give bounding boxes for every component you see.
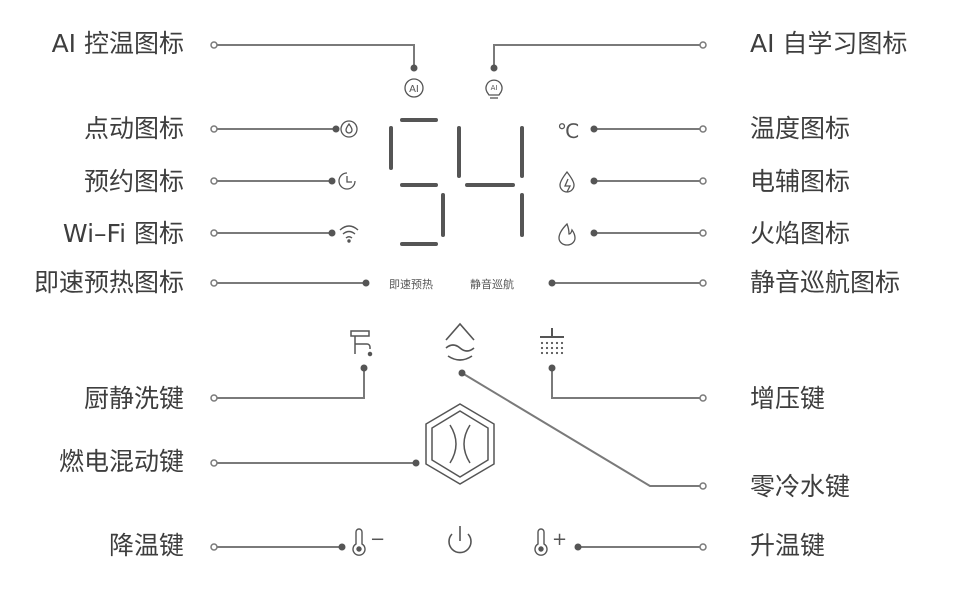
thermometer-minus-icon bbox=[352, 528, 366, 556]
instant-preheat-indicator: 即速预热 bbox=[389, 278, 433, 291]
silent-cruise-indicator: 静音巡航 bbox=[470, 278, 514, 291]
label-silent-cruise-icon: 静音巡航图标 bbox=[750, 268, 901, 297]
label-boost-key: 增压键 bbox=[750, 384, 826, 413]
clock-icon bbox=[338, 172, 356, 190]
label-hybrid-key: 燃电混动键 bbox=[58, 447, 184, 476]
water-drop-icon bbox=[445, 322, 475, 361]
label-ai-temp-icon: AI 控温图标 bbox=[51, 29, 184, 58]
leader-boost bbox=[551, 368, 700, 399]
label-wifi-icon: Wi–Fi 图标 bbox=[62, 219, 184, 248]
dot-icon bbox=[340, 120, 358, 138]
electric-icon bbox=[559, 170, 575, 193]
faucet-icon bbox=[350, 330, 373, 357]
label-temp-icon: 温度图标 bbox=[750, 114, 851, 143]
ai-temp-icon: AI bbox=[404, 78, 424, 98]
ai-learn-icon: AI bbox=[485, 79, 503, 99]
label-flame-icon: 火焰图标 bbox=[750, 219, 851, 248]
power-icon bbox=[448, 526, 472, 554]
celsius-unit: ℃ bbox=[557, 119, 580, 143]
leader-zero-cold bbox=[461, 372, 700, 487]
label-electric-icon: 电辅图标 bbox=[750, 167, 851, 196]
label-temp-up-key: 升温键 bbox=[750, 531, 826, 560]
label-zero-cold-key: 零冷水键 bbox=[750, 472, 851, 501]
wifi-icon bbox=[339, 225, 359, 243]
leader-kitchen-wash bbox=[216, 368, 365, 399]
hybrid-hexagon-icon bbox=[425, 403, 495, 485]
seven-segment-digit-5 bbox=[389, 118, 445, 246]
label-instant-preheat-icon: 即速预热图标 bbox=[33, 268, 184, 297]
plus-sign: + bbox=[552, 529, 567, 550]
shower-icon bbox=[540, 328, 564, 355]
label-ai-learn-icon: AI 自学习图标 bbox=[750, 29, 908, 58]
label-kitchen-wash-key: 厨静洗键 bbox=[83, 384, 184, 413]
minus-sign: − bbox=[370, 529, 385, 550]
leader-ai-learn bbox=[493, 44, 700, 68]
label-schedule-icon: 预约图标 bbox=[83, 167, 184, 196]
label-temp-down-key: 降温键 bbox=[108, 531, 184, 560]
label-dot-icon: 点动图标 bbox=[83, 114, 184, 143]
seven-segment-digit-4 bbox=[457, 126, 524, 237]
flame-icon bbox=[558, 222, 576, 246]
ai-learn-icon-text: AI bbox=[491, 84, 498, 92]
thermometer-plus-icon bbox=[534, 528, 548, 556]
ai-temp-icon-text: AI bbox=[409, 84, 419, 95]
leader-ai-temp bbox=[216, 44, 415, 68]
